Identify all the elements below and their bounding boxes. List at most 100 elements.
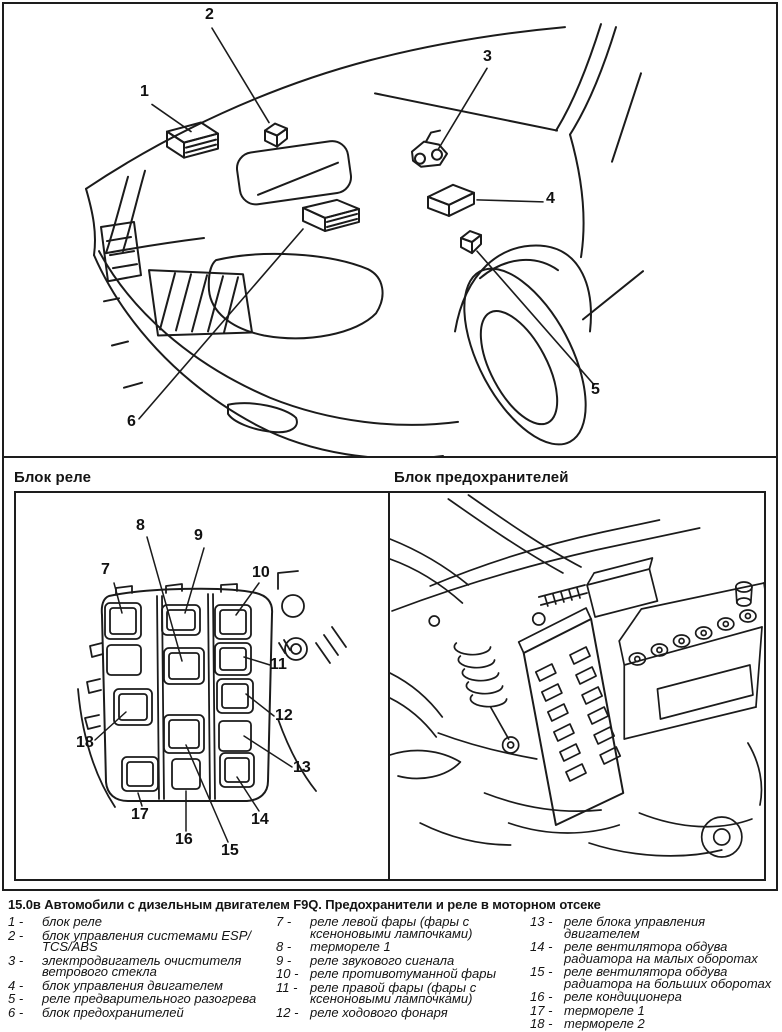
legend-column-2: 7 - реле левой фары (фары с ксеноновыми л… <box>276 914 516 1032</box>
legend-item-number: 5 - <box>8 991 24 1006</box>
legend-item: 7 - реле левой фары (фары с ксеноновыми л… <box>276 914 516 941</box>
legend-item: 17 - термореле 1 <box>530 1002 776 1018</box>
legend-item: 11 - реле правой фары (фары с ксеноновыми… <box>276 979 516 1006</box>
legend-item-number: 17 - <box>530 1002 553 1018</box>
battery-drawing <box>619 582 764 739</box>
legend-item: 9 - реле звукового сигнала <box>276 952 516 968</box>
legend-item-text: реле кондиционера <box>564 989 682 1004</box>
relay-block-header: Блок реле <box>14 469 92 486</box>
legend-item-number: 3 - <box>8 952 24 968</box>
legend-item-number: 11 - <box>276 979 298 995</box>
legend-item-text: термореле 1 <box>310 939 391 954</box>
round-components <box>278 571 307 660</box>
legend-item: 16 - реле кондиционера <box>530 989 776 1004</box>
legend-item: 5 - реле предварительного разогрева <box>8 991 262 1006</box>
legend-item: 10 - реле противотуманной фары <box>276 966 516 981</box>
figure-frame: 1 2 3 4 5 6 Блок реле Блок предохранител… <box>2 2 778 891</box>
fuse-block-header: Блок предохранителей <box>394 469 569 486</box>
car-callout-4: 4 <box>546 190 555 207</box>
legend-item-number: 15 - <box>530 964 553 979</box>
relay-callout-11: 11 <box>270 656 287 673</box>
legend-item-number: 6 - <box>8 1004 24 1020</box>
legend-item-number: 14 - <box>530 939 553 954</box>
legend-item-number: 8 - <box>276 939 292 954</box>
relay-cubes <box>105 603 254 791</box>
legend-item: 13 - реле блока управления двигателем <box>530 914 776 941</box>
relay-callout-10: 10 <box>252 564 270 581</box>
car-overview-art <box>4 4 776 456</box>
grille-and-lamps <box>101 222 383 432</box>
lower-engine-parts <box>390 743 761 857</box>
suspension-spring <box>438 643 537 759</box>
relay-block-panel: 7 8 9 10 11 12 13 14 15 16 17 18 <box>16 493 390 879</box>
relay-callout-12: 12 <box>275 707 293 724</box>
legend-item: 4 -блок управления двигателем <box>8 977 262 993</box>
relay-callout-17: 17 <box>131 806 149 823</box>
legend-columns: 1 - блок реле 2 - блок управления системам… <box>8 914 776 1032</box>
car-callout-1: 1 <box>140 83 149 100</box>
legend-item-text: реле противотуманной фары <box>310 966 497 981</box>
legend-item-number: 9 - <box>276 952 292 968</box>
legend-item-text: блок управления двигателем <box>42 977 223 993</box>
fuse-block-art <box>390 493 764 879</box>
legend-item-text: реле вентилятора обдува радиатора на мал… <box>564 939 758 966</box>
ecu-box-4 <box>428 185 474 216</box>
legend-column-3: 13 - реле блока управления двигателем 14 … <box>530 914 776 1032</box>
car-callout-5: 5 <box>591 381 600 398</box>
legend-item-text: реле вентилятора обдува радиатора на бол… <box>564 964 772 991</box>
relay-leader-lines <box>95 537 292 842</box>
fuse-block-panel <box>390 493 764 879</box>
wiper-motor-3 <box>412 131 447 167</box>
legend-title: 15.0в Автомобили с дизельным двигателем … <box>8 897 601 912</box>
legend-item: 14 - реле вентилятора обдува радиатора на… <box>530 939 776 966</box>
fuse-block-box-6 <box>303 200 359 231</box>
legend-item: 6 -блок предохранителей <box>8 1004 262 1020</box>
legend-item-text: электродвигатель очистителя ветрового ст… <box>42 952 242 979</box>
car-callout-2: 2 <box>205 6 214 23</box>
engine-bay-background <box>390 495 700 737</box>
legend-column-1: 1 - блок реле 2 - блок управления системам… <box>8 914 262 1032</box>
legend-item-number: 10 - <box>276 966 299 981</box>
relay-callout-13: 13 <box>293 759 311 776</box>
relay-block-art <box>16 493 388 879</box>
legend-item-text: блок управления системами ESP/ TCS/ABS <box>42 927 251 954</box>
legend-item-text: реле правой фары (фары с ксеноновыми лам… <box>310 979 477 1006</box>
car-leader-lines <box>139 28 594 419</box>
legend-item: 2 - блок управления системами ESP/ TCS/AB… <box>8 927 262 954</box>
legend-item-text: реле блока управления двигателем <box>564 914 706 941</box>
legend-item: 8 - термореле 1 <box>276 939 516 954</box>
legend-item-number: 1 - <box>8 914 24 929</box>
car-body-lines <box>86 24 643 456</box>
car-callout-3: 3 <box>483 48 492 65</box>
legend-item-number: 7 - <box>276 914 292 929</box>
relay-callout-15: 15 <box>221 842 239 859</box>
legend-item-number: 2 - <box>8 927 24 943</box>
legend-item-text: блок реле <box>42 914 102 929</box>
legend-item-number: 13 - <box>530 914 553 929</box>
engine-cover-box <box>235 139 353 206</box>
legend-item-text: термореле 1 <box>564 1002 645 1018</box>
relay-callout-7: 7 <box>101 561 110 578</box>
legend-item: 3 - электродвигатель очистителя ветрового… <box>8 952 262 979</box>
legend-item: 12 - реле ходового фонаря <box>276 1004 516 1020</box>
wheel-and-arch <box>439 246 610 456</box>
legend-item-number: 12 - <box>276 1004 299 1020</box>
legend-item-text: реле звукового сигнала <box>310 952 455 968</box>
legend-item: 15 - реле вентилятора обдува радиатора на… <box>530 964 776 991</box>
preheat-relay-cube-5 <box>461 231 481 253</box>
relay-callout-18: 18 <box>76 734 94 751</box>
legend-item-text: реле ходового фонаря <box>310 1004 448 1020</box>
car-callout-6: 6 <box>127 413 136 430</box>
car-overview-diagram: 1 2 3 4 5 6 <box>4 4 776 458</box>
relay-callout-16: 16 <box>175 831 193 848</box>
esp-unit-cube-2 <box>265 124 287 147</box>
fuse-box-drawing <box>519 558 658 825</box>
legend-item: 1 - блок реле <box>8 914 262 929</box>
relay-callout-8: 8 <box>136 517 145 534</box>
legend-item-text: реле левой фары (фары с ксеноновыми ламп… <box>310 914 473 941</box>
detail-panels: 7 8 9 10 11 12 13 14 15 16 17 18 <box>14 491 766 881</box>
legend: 15.0в Автомобили с дизельным двигателем … <box>8 897 776 1032</box>
legend-item-text: реле предварительного разогрева <box>42 991 257 1006</box>
legend-item-number: 16 - <box>530 989 553 1004</box>
panel-headers-row: Блок реле Блок предохранителей <box>4 458 776 491</box>
